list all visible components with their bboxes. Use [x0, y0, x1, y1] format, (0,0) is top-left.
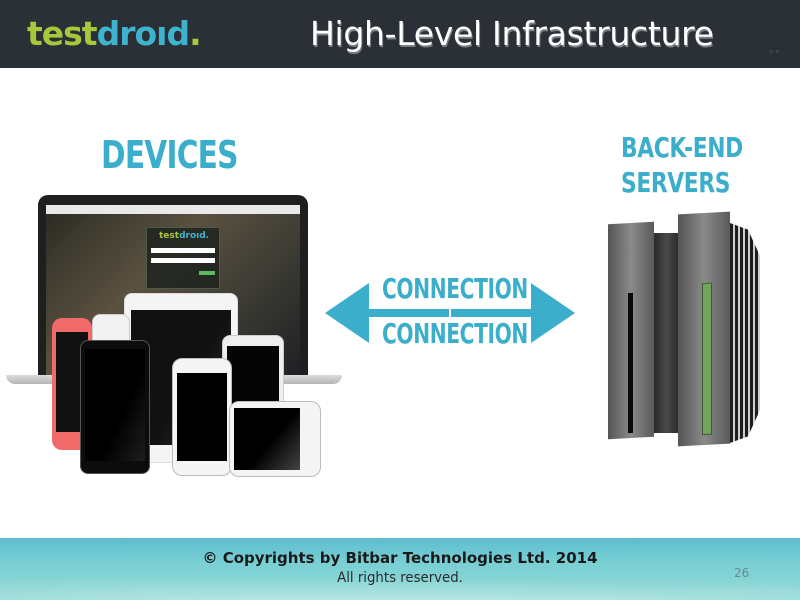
login-password-field [151, 258, 215, 263]
laptop-icon: testdroıd. [38, 195, 308, 380]
login-username-field [151, 248, 215, 253]
backend-label-line2: SERVERS [621, 166, 731, 199]
logo-text-test: test [27, 14, 98, 53]
header-decoration-dots [770, 38, 784, 53]
slide-footer [0, 538, 800, 600]
slide-header: testdroıd. High-Level Infrastructure [0, 0, 800, 68]
logo-text-droid: droıd [96, 14, 191, 53]
login-dialog: testdroıd. [146, 227, 220, 289]
backend-label-line1: BACK-END [621, 131, 743, 164]
page-number: 26 [734, 566, 750, 580]
rights-text: All rights reserved. [337, 570, 463, 586]
phone-black-icon [80, 340, 150, 474]
phone-white-icon [172, 358, 232, 476]
login-signin-button [199, 271, 215, 275]
bidirectional-arrow-icon [325, 283, 575, 343]
server-middle-panel [654, 233, 679, 433]
slide-title: High-Level Infrastructure [310, 14, 714, 53]
copyright-text: © Copyrights by Bitbar Technologies Ltd.… [202, 549, 598, 567]
login-logo: testdroıd. [159, 231, 210, 241]
connection-label-top: CONNECTION [382, 272, 528, 305]
phone-landscape-icon [229, 401, 321, 477]
server-fins [730, 223, 760, 443]
server-right-panel [678, 211, 730, 447]
server-icon [606, 211, 766, 453]
footer-wave-decoration [0, 568, 800, 600]
browser-bar [46, 205, 300, 214]
connection-label-bottom: CONNECTION [382, 317, 528, 350]
backend-servers-label: BACK-END SERVERS [621, 130, 743, 200]
devices-label: DEVICES [101, 133, 238, 177]
testdroid-logo: testdroıd. [27, 12, 202, 56]
server-left-panel [608, 221, 654, 440]
logo-dot: . [189, 14, 202, 53]
server-led-icon [702, 282, 712, 436]
